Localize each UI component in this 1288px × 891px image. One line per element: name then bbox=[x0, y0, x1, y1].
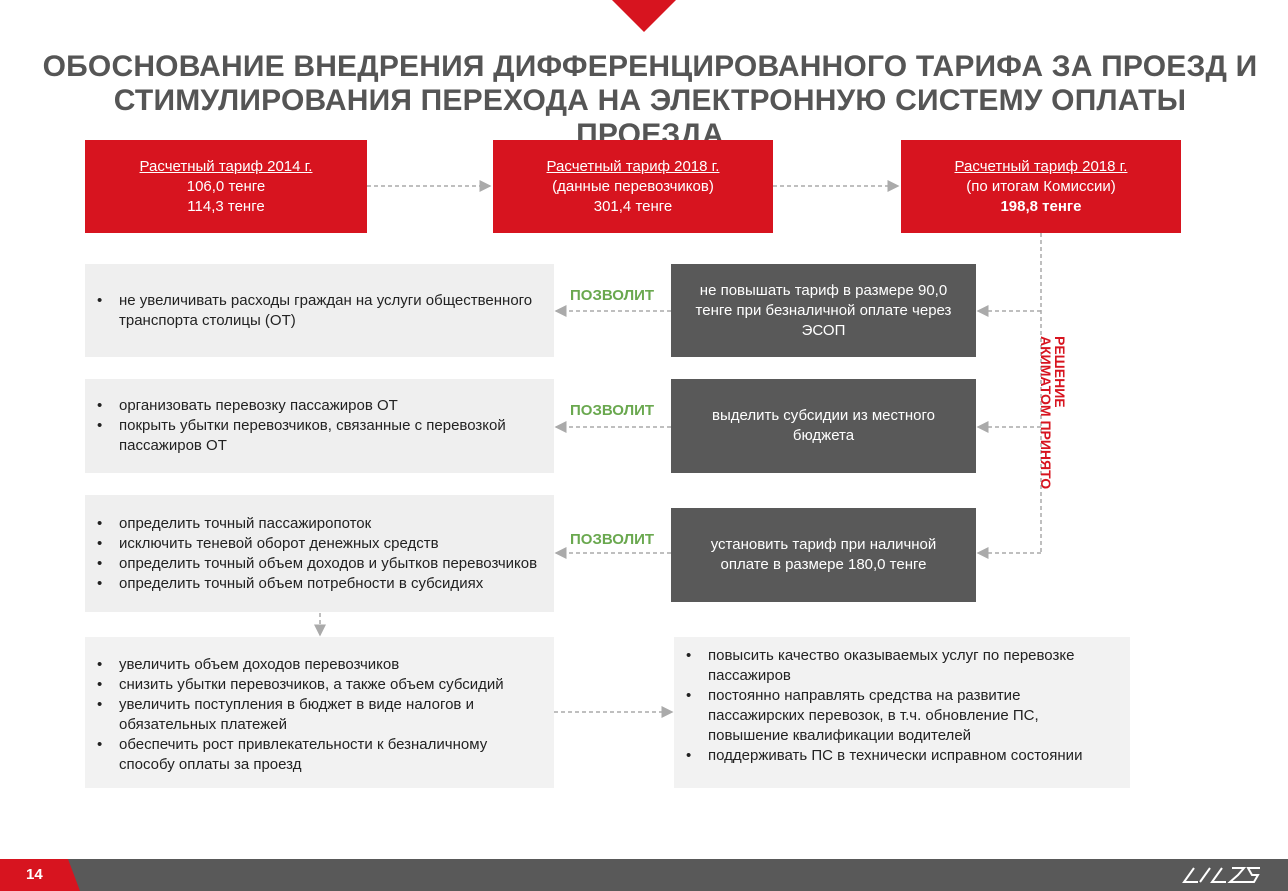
outcome-item: определить точный объем потребности в су… bbox=[97, 574, 537, 594]
tariff-box-2014: Расчетный тариф 2014 г. 106,0 тенге 114,… bbox=[85, 140, 367, 233]
tariff-line: (по итогам Комиссии) bbox=[966, 177, 1116, 195]
outcome-box-1: не увеличивать расходы граждан на услуги… bbox=[85, 264, 554, 357]
result-item: обеспечить рост привлекательности к безн… bbox=[97, 735, 542, 775]
tariff-box-2018-carriers: Расчетный тариф 2018 г. (данные перевозч… bbox=[493, 140, 773, 233]
tariff-line: 114,3 тенге bbox=[187, 197, 265, 215]
outcome-item: исключить теневой оборот денежных средст… bbox=[97, 534, 537, 554]
allow-label-2: ПОЗВОЛИТ bbox=[570, 402, 655, 419]
allow-label-1: ПОЗВОЛИТ bbox=[570, 287, 655, 304]
tariff-heading: Расчетный тариф 2018 г. bbox=[546, 157, 720, 175]
result-item: постоянно направлять средства на развити… bbox=[686, 686, 1118, 746]
tariff-heading: Расчетный тариф 2018 г. bbox=[954, 157, 1128, 175]
top-red-triangle bbox=[612, 0, 676, 32]
measure-text: выделить субсидии из местного бюджета bbox=[711, 407, 936, 444]
decision-label-line1: РЕШЕНИЕ bbox=[1052, 336, 1068, 408]
allow-label-3: ПОЗВОЛИТ bbox=[570, 531, 655, 548]
measure-box-1: не повышать тариф в размере 90,0 тенге п… bbox=[671, 264, 976, 357]
result-item: поддерживать ПС в технически исправном с… bbox=[686, 746, 1118, 766]
measure-box-2: выделить субсидии из местного бюджета bbox=[671, 379, 976, 473]
page-number: 14 bbox=[0, 859, 80, 891]
tariff-heading: Расчетный тариф 2014 г. bbox=[139, 157, 313, 175]
outcome-item: не увеличивать расходы граждан на услуги… bbox=[97, 291, 554, 331]
decision-label-line2: АКИМАТОМ ПРИНЯТО bbox=[1038, 336, 1054, 490]
logo-icon bbox=[1182, 867, 1260, 883]
tariff-value-bold: 198,8 тенге bbox=[1000, 197, 1082, 215]
measure-box-3: установить тариф при наличной оплате в р… bbox=[671, 508, 976, 602]
measure-text: установить тариф при наличной оплате в р… bbox=[710, 536, 937, 573]
outcome-item: определить точный пассажиропоток bbox=[97, 514, 537, 534]
outcome-item: определить точный объем доходов и убытко… bbox=[97, 554, 537, 574]
tariff-box-2018-commission: Расчетный тариф 2018 г. (по итогам Комис… bbox=[901, 140, 1181, 233]
result-item: увеличить объем доходов перевозчиков bbox=[97, 655, 542, 675]
decision-label: РЕШЕНИЕ АКИМАТОМ ПРИНЯТО bbox=[1032, 336, 1072, 516]
page-title: ОБОСНОВАНИЕ ВНЕДРЕНИЯ ДИФФЕРЕНЦИРОВАННОГ… bbox=[42, 50, 1258, 140]
result-item: снизить убытки перевозчиков, а также объ… bbox=[97, 675, 542, 695]
tariff-line: 106,0 тенге bbox=[186, 177, 266, 195]
result-item: повысить качество оказываемых услуг по п… bbox=[686, 646, 1118, 686]
result-item: увеличить поступления в бюджет в виде на… bbox=[97, 695, 542, 735]
tariff-line: 301,4 тенге bbox=[593, 197, 673, 215]
results-left-box: увеличить объем доходов перевозчиков сни… bbox=[85, 637, 554, 788]
tariff-line: (данные перевозчиков) bbox=[552, 177, 714, 195]
outcome-item: покрыть убытки перевозчиков, связанные с… bbox=[97, 416, 554, 456]
results-right-box: повысить качество оказываемых услуг по п… bbox=[674, 637, 1130, 788]
measure-text: не повышать тариф в размере 90,0 тенге п… bbox=[695, 281, 952, 339]
outcome-box-3: определить точный пассажиропоток исключи… bbox=[85, 495, 554, 612]
footer-bar bbox=[0, 859, 1288, 891]
outcome-box-2: организовать перевозку пассажиров ОТ пок… bbox=[85, 379, 554, 473]
outcome-item: организовать перевозку пассажиров ОТ bbox=[97, 396, 554, 416]
